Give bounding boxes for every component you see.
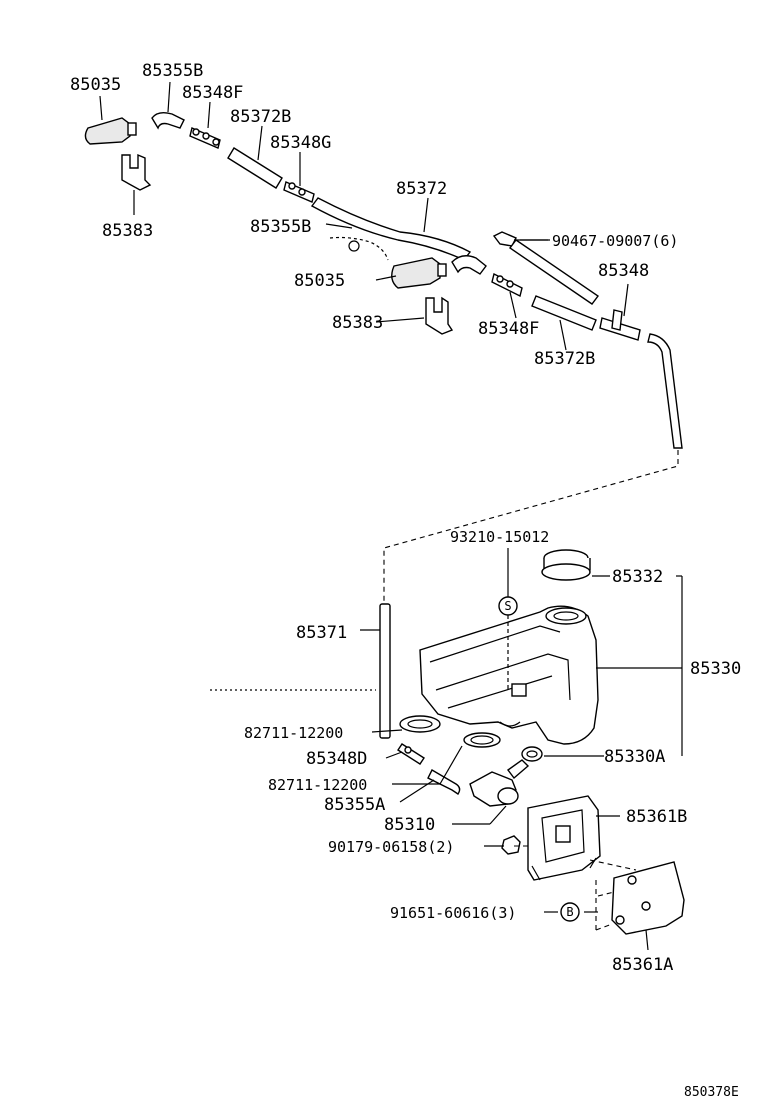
reference-code: 850378E: [684, 1085, 739, 1100]
marker-s-text: S: [504, 599, 511, 613]
label-85355b-mid: 85355B: [250, 217, 311, 237]
label-82711-b: 82711-12200: [268, 776, 367, 794]
joint-d: [397, 743, 425, 765]
marker-b: B: [560, 902, 580, 922]
long-hose: [310, 197, 472, 261]
label-85361a: 85361A: [612, 955, 673, 975]
joint-top-2: [283, 152, 315, 203]
label-85348d: 85348D: [306, 749, 367, 769]
label-85361b: 85361B: [626, 807, 687, 827]
label-93210: 93210-15012: [450, 528, 549, 546]
labels: 85035 85355B 85348F 85372B 85348G 85383 …: [70, 61, 741, 1100]
label-85355b-top: 85355B: [142, 61, 203, 81]
label-82711-a: 82711-12200: [244, 724, 343, 742]
label-85383-mid: 85383: [332, 313, 383, 333]
label-85330: 85330: [690, 659, 741, 679]
cap: [541, 549, 591, 581]
marker-b-text: B: [566, 905, 573, 919]
label-85310: 85310: [384, 815, 435, 835]
joint-mid: [491, 272, 523, 319]
label-85355a: 85355A: [324, 795, 385, 815]
label-85330a: 85330A: [604, 747, 665, 767]
clip-top: [121, 153, 152, 215]
label-90467: 90467-09007(6): [552, 232, 678, 250]
nozzle-mid: [391, 257, 447, 289]
label-85348g: 85348G: [270, 133, 331, 153]
pump: [469, 759, 530, 807]
label-85348f-mid: 85348F: [478, 319, 539, 339]
clamp-b: [463, 732, 501, 748]
label-85372b-top: 85372B: [230, 107, 291, 127]
joint-top: [189, 101, 221, 149]
tank: [419, 605, 599, 745]
clamp-a: [399, 715, 441, 733]
hose-a: [427, 769, 461, 795]
grommet: [521, 746, 543, 762]
label-85332: 85332: [612, 567, 663, 587]
bracket-a: [589, 859, 685, 935]
nozzle-top: [84, 95, 137, 145]
bracket-b: [527, 795, 601, 881]
label-85348: 85348: [598, 261, 649, 281]
label-85383-top: 85383: [102, 221, 153, 241]
tee-joint: [599, 283, 641, 341]
leaders: [210, 223, 683, 951]
marker-s: S: [498, 596, 518, 616]
hood-outline: [329, 236, 389, 261]
label-85372b-mid: 85372B: [534, 349, 595, 369]
label-91651: 91651-60616(3): [390, 904, 516, 922]
elbow-hose-top: [151, 81, 185, 130]
label-85372: 85372: [396, 179, 447, 199]
hose-short-mid: [531, 295, 597, 331]
clip-mid: [425, 296, 454, 335]
vertical-hose: [379, 603, 391, 739]
hose-diagonal: [509, 239, 599, 305]
label-85035-top: 85035: [70, 75, 121, 95]
hose-vertical: [647, 333, 683, 449]
label-90179: 90179-06158(2): [328, 838, 454, 856]
label-85371: 85371: [296, 623, 347, 643]
nut: [501, 835, 530, 855]
label-85348f-top: 85348F: [182, 83, 243, 103]
hose-short-top: [227, 125, 283, 189]
label-85035-mid: 85035: [294, 271, 345, 291]
elbow-hose-mid: [451, 255, 487, 275]
